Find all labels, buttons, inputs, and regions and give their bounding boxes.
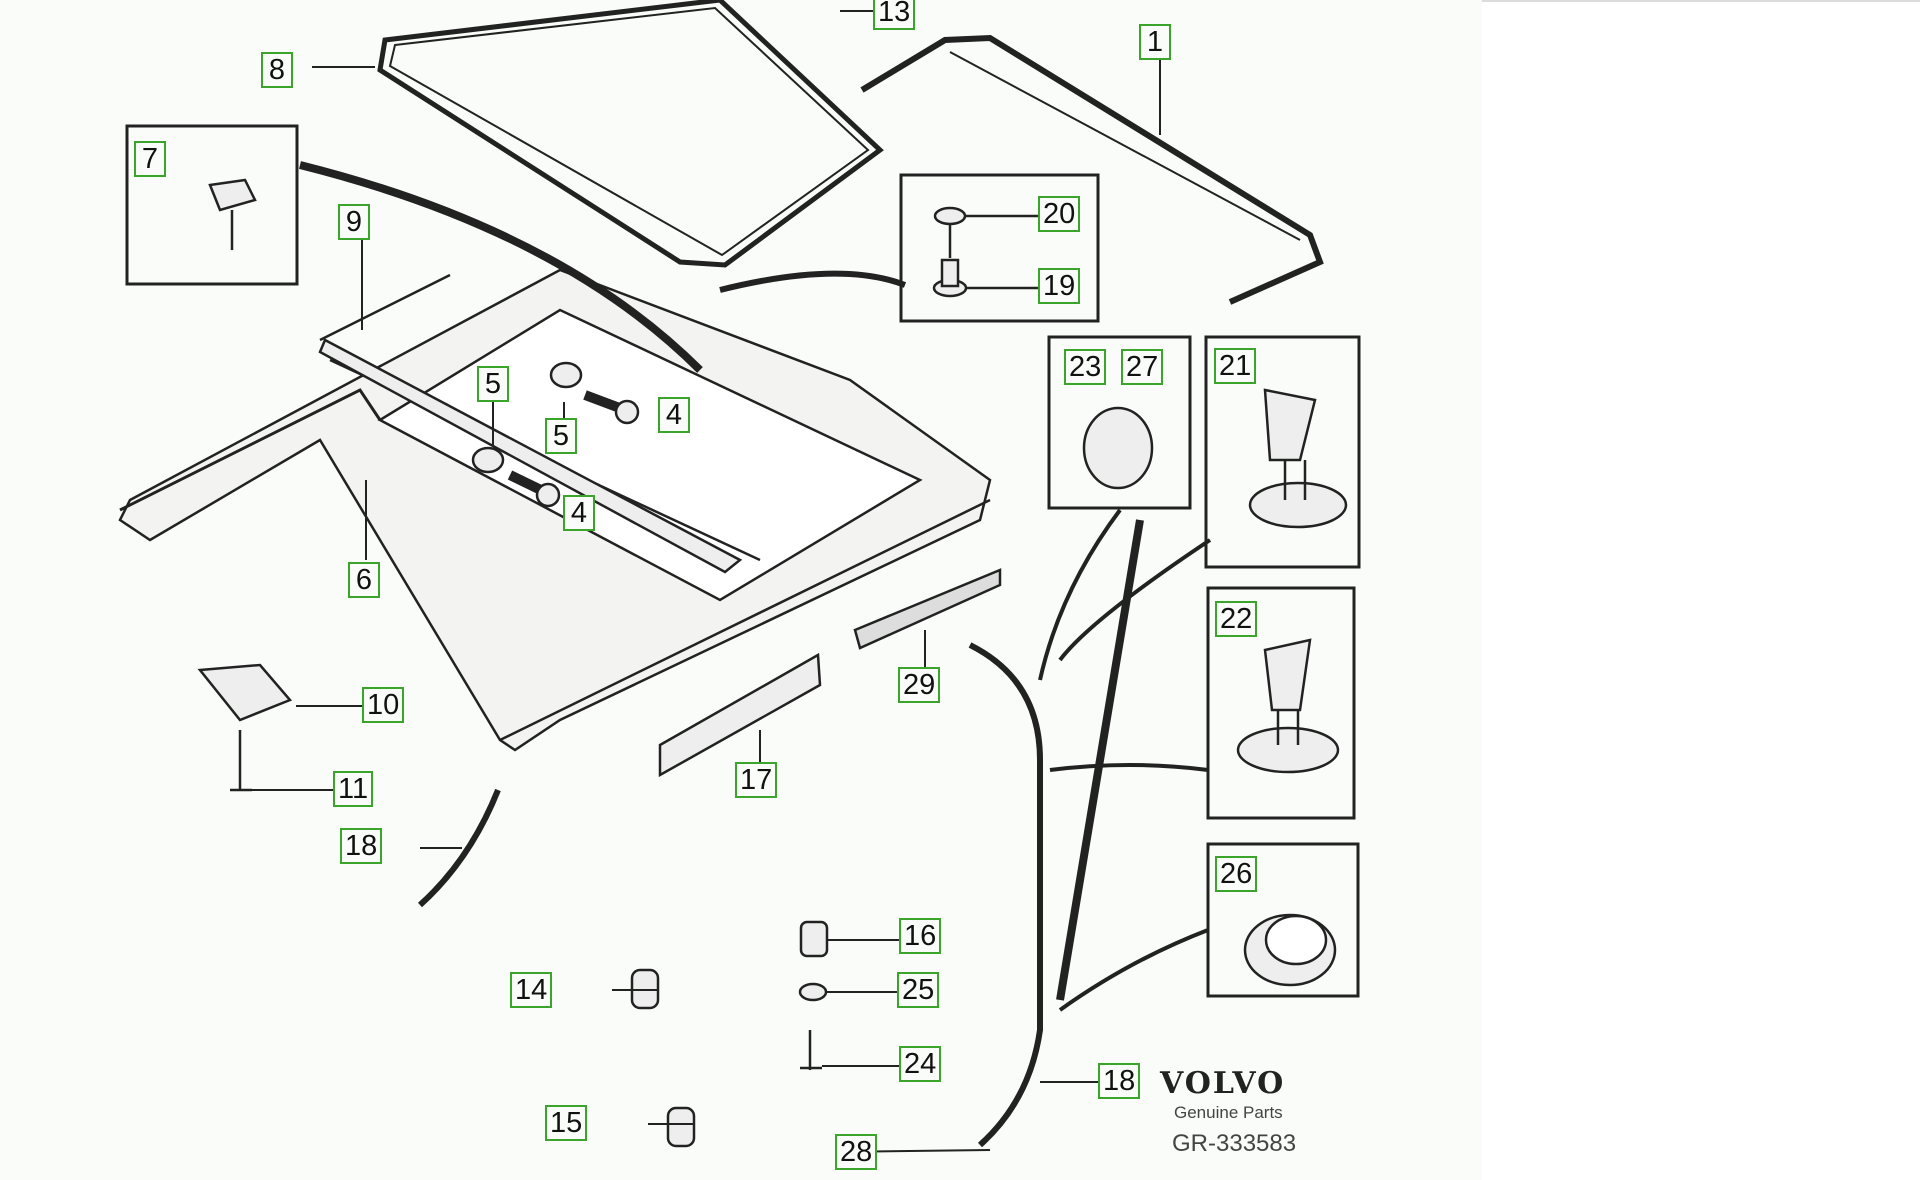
- callout-23[interactable]: 23: [1064, 349, 1107, 385]
- callout-18a[interactable]: 18: [340, 828, 383, 864]
- callout-26[interactable]: 26: [1215, 856, 1258, 892]
- callout-29[interactable]: 29: [898, 667, 941, 703]
- callout-20[interactable]: 20: [1038, 196, 1081, 232]
- callout-28[interactable]: 28: [835, 1134, 878, 1170]
- part-19-20-box: [899, 173, 1100, 323]
- volvo-logo: VOLVO: [1160, 1066, 1286, 1101]
- callout-5a[interactable]: 5: [477, 366, 509, 402]
- parts-diagram: 13 1 8 7 9 20 19 5 5 4 4 23 27 21 6 22 1…: [118, 0, 1361, 1170]
- callout-11[interactable]: 11: [333, 771, 374, 807]
- callout-14[interactable]: 14: [510, 972, 553, 1008]
- part-23-27-box: [1047, 335, 1192, 510]
- callout-17[interactable]: 17: [735, 762, 778, 798]
- callout-16[interactable]: 16: [899, 918, 942, 954]
- callout-5b[interactable]: 5: [545, 418, 577, 454]
- drawing-number: GR-333583: [1172, 1130, 1297, 1157]
- part-21-box: [1204, 335, 1361, 569]
- callout-27[interactable]: 27: [1121, 349, 1164, 385]
- callout-21[interactable]: 21: [1214, 348, 1257, 384]
- genuine-parts-text: Genuine Parts: [1174, 1103, 1283, 1122]
- part-7-box: [125, 124, 299, 286]
- wind-deflector-part: [860, 34, 1324, 305]
- part-26-box: [1206, 842, 1360, 998]
- callout-24[interactable]: 24: [899, 1046, 942, 1082]
- callout-22[interactable]: 22: [1215, 601, 1258, 637]
- callout-25[interactable]: 25: [897, 972, 940, 1008]
- diagram-artwork: [118, 0, 1361, 1153]
- callout-4b[interactable]: 4: [563, 495, 595, 531]
- callout-8[interactable]: 8: [261, 52, 293, 88]
- callout-6[interactable]: 6: [348, 562, 380, 598]
- callout-18b[interactable]: 18: [1098, 1063, 1141, 1099]
- callout-10[interactable]: 10: [362, 687, 405, 723]
- glass-seal-part: [377, 0, 884, 268]
- callout-19[interactable]: 19: [1038, 268, 1081, 304]
- callout-4a[interactable]: 4: [658, 397, 690, 433]
- callout-1[interactable]: 1: [1139, 24, 1171, 60]
- callout-7[interactable]: 7: [134, 141, 166, 177]
- callout-15[interactable]: 15: [545, 1105, 588, 1141]
- part-22-box: [1206, 586, 1356, 820]
- callout-9[interactable]: 9: [338, 204, 370, 240]
- callout-13[interactable]: 13: [873, 0, 916, 30]
